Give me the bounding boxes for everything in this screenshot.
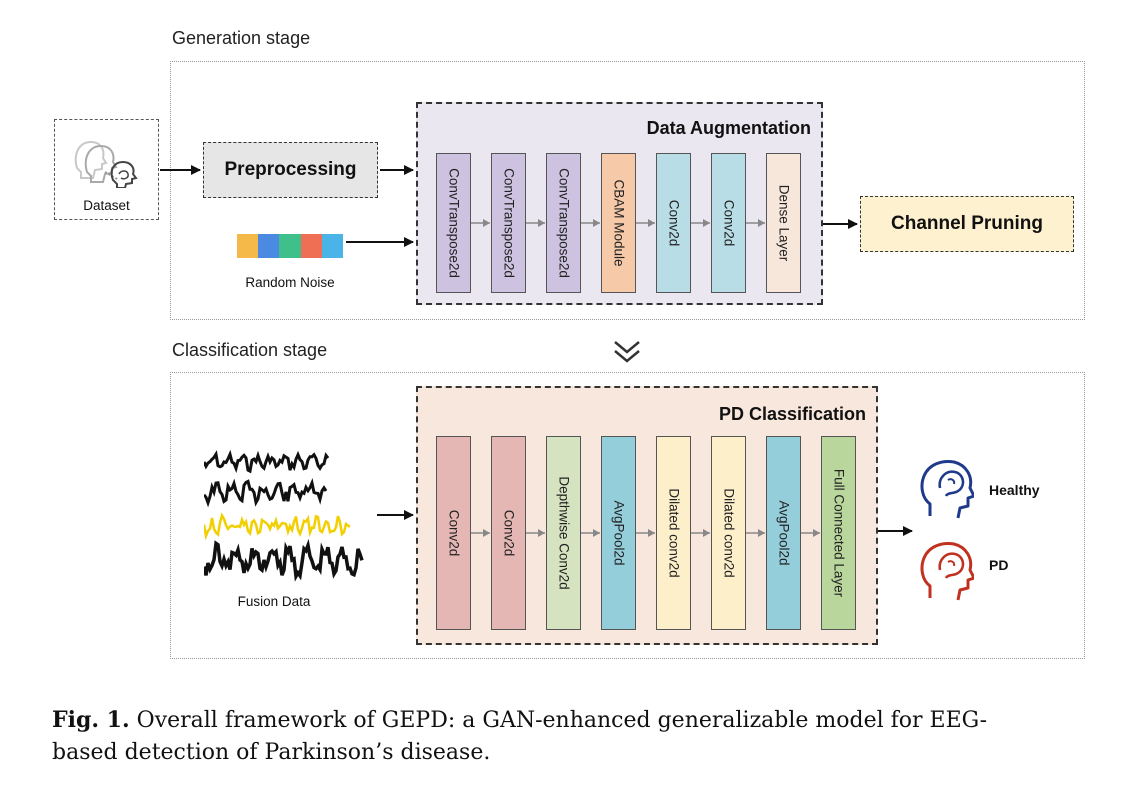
classification-layer: Conv2d (436, 436, 471, 630)
random-noise-label: Random Noise (245, 275, 335, 290)
classification-layer: Conv2d (491, 436, 526, 630)
augmentation-layer: ConvTranspose2d (546, 153, 581, 293)
eeg-wave-4 (204, 538, 364, 582)
classification-layer-label: Depthwise Conv2d (556, 476, 571, 590)
classification-layer: Dilated conv2d (656, 436, 691, 630)
augmentation-layer-label: ConvTranspose2d (501, 168, 516, 278)
augmentation-layer-label: Conv2d (666, 199, 681, 247)
fusion-data-label: Fusion Data (237, 594, 311, 609)
fusion-data-eeg-signals (204, 449, 364, 582)
classification-layer: AvgPool2d (601, 436, 636, 630)
dataset-heads-icon (74, 140, 138, 188)
classification-layer-label: Conv2d (446, 509, 461, 557)
classification-layer-label: Dilated conv2d (666, 488, 681, 578)
preprocessing-box: Preprocessing (203, 142, 378, 198)
healthy-head-icon (920, 460, 974, 519)
eeg-wave-1 (204, 449, 330, 474)
classification-layer-label: Dilated conv2d (721, 488, 736, 578)
augmentation-layer-label: Conv2d (721, 199, 736, 247)
augmentation-layer: Dense Layer (766, 153, 801, 293)
channel-pruning-box: Channel Pruning (860, 196, 1074, 252)
caption-line-2: based detection of Parkinson’s disease. (52, 740, 491, 765)
augmentation-layer-label: ConvTranspose2d (556, 168, 571, 278)
eeg-wave-3-yellow (204, 512, 351, 541)
classification-layer-label: AvgPool2d (776, 500, 791, 566)
classification-layer-label: Full Connected Layer (831, 468, 846, 598)
classification-layer: Dilated conv2d (711, 436, 746, 630)
augmentation-layer: ConvTranspose2d (491, 153, 526, 293)
classification-layer: AvgPool2d (766, 436, 801, 630)
generation-stage-label: Generation stage (172, 28, 311, 48)
noise-cell (258, 234, 280, 258)
classification-stage-label: Classification stage (172, 340, 328, 360)
augmentation-layer-label: Dense Layer (776, 184, 791, 262)
random-noise-bar (237, 234, 344, 258)
figure-caption: Fig. 1. Overall framework of GEPD: a GAN… (52, 704, 1092, 769)
pd-classification-block: PD Classification (416, 386, 878, 645)
noise-cell (300, 234, 322, 258)
channel-pruning-label: Channel Pruning (891, 213, 1043, 234)
preprocessing-label: Preprocessing (224, 159, 357, 180)
caption-text-1: Overall framework of GEPD: a GAN-enhance… (136, 708, 988, 733)
classification-layer-label: AvgPool2d (611, 500, 626, 566)
dataset-box: Dataset (54, 119, 159, 220)
augmentation-layer: ConvTranspose2d (436, 153, 471, 293)
pd-classification-title: PD Classification (718, 404, 866, 424)
augmentation-layer: Conv2d (711, 153, 746, 293)
classification-layer: Full Connected Layer (821, 436, 856, 630)
healthy-label: Healthy (989, 482, 1040, 498)
classification-layer: Depthwise Conv2d (546, 436, 581, 630)
data-augmentation-title: Data Augmentation (646, 118, 811, 138)
noise-cell (279, 234, 301, 258)
augmentation-layer: CBAM Module (601, 153, 636, 293)
augmentation-layer-label: CBAM Module (611, 179, 626, 267)
pd-head-icon (920, 542, 974, 601)
dataset-label: Dataset (83, 198, 130, 213)
classification-layer-label: Conv2d (501, 509, 516, 557)
double-chevron-down-icon (614, 341, 640, 363)
noise-cell (237, 234, 259, 258)
eeg-wave-2 (204, 478, 328, 508)
caption-line-1: Fig. 1. Overall framework of GEPD: a GAN… (52, 704, 1092, 737)
augmentation-layer: Conv2d (656, 153, 691, 293)
noise-cell (321, 234, 344, 258)
caption-prefix: Fig. 1. (52, 707, 130, 733)
augmentation-layer-label: ConvTranspose2d (446, 168, 461, 278)
pd-label: PD (989, 557, 1009, 573)
